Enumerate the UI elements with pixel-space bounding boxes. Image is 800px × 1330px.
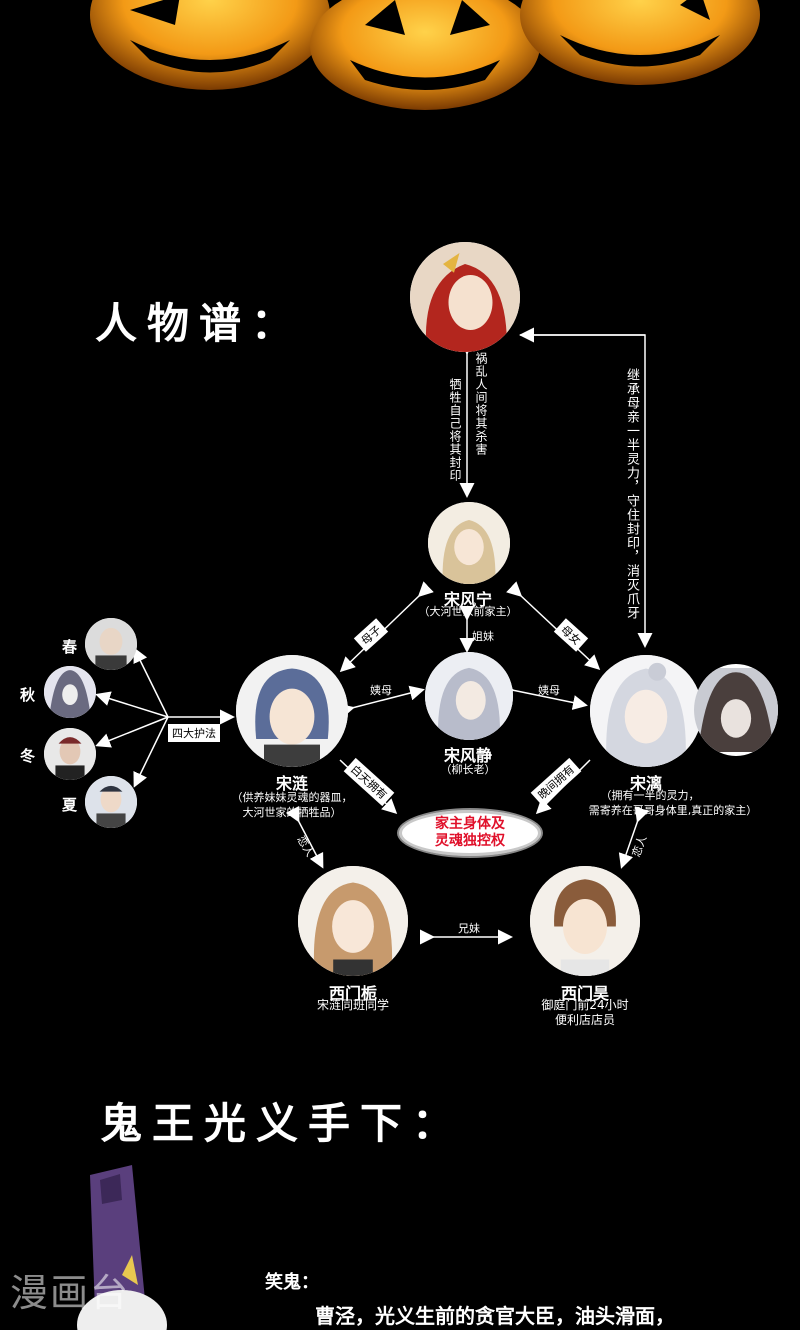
guardian-label-xia: 夏: [62, 796, 78, 814]
relation-jiemei-label: 姐妹: [472, 630, 494, 643]
watermark: 漫画台: [10, 1271, 131, 1315]
fengning-name: 宋风宁: [443, 590, 492, 609]
songlian-sub-1: （供养妹妹灵魂的器皿，: [231, 791, 353, 804]
fengjing-avatar: [425, 652, 513, 740]
songli-name: 宋漓: [629, 774, 662, 793]
songlian-name: 宋涟: [275, 774, 308, 793]
songlian-avatar: [236, 655, 348, 767]
pumpkin-left-icon: [90, 0, 330, 90]
control-rights-oval: 家主身体及 灵魂独控权: [397, 808, 543, 858]
fengjing-sub: （柳长老）: [440, 763, 496, 776]
songli-sub-2: 需寄养在哥哥身体里,真正的家主）: [588, 804, 758, 817]
minion-description: 曹泾，光义生前的贪官大臣，油头滑面，: [315, 1304, 675, 1328]
ximenhao-sub-1: 御庭门前24小时: [541, 998, 629, 1012]
ximenzhi-name: 西门栀: [328, 984, 377, 1003]
fengjing-name: 宋风静: [443, 746, 492, 765]
relation-siblings-label: 兄妹: [458, 922, 480, 935]
relation-seal-label: 牺牲自己将其封印: [448, 378, 462, 482]
control-rights-line-2: 灵魂独控权: [435, 833, 505, 849]
laughing-ghost-figure: [77, 1165, 167, 1330]
guardian-label-qiu: 秋: [20, 686, 36, 704]
relation-yimu-right-label: 姨母: [538, 684, 560, 697]
relation-yimu-left-label: 姨母: [370, 684, 392, 697]
songlian-sub-2: 大河世家的牺牲品）: [242, 806, 342, 819]
ximenhao-name: 西门昊: [560, 984, 609, 1003]
guardian-avatar-dong: [44, 728, 96, 780]
minion-title: 笑鬼：: [265, 1272, 319, 1293]
guardian-group-label: 四大护法: [168, 724, 220, 742]
ximenzhi-avatar: [298, 866, 408, 976]
fengning-avatar: [428, 502, 510, 584]
characters-heading: 人物谱：: [95, 299, 304, 348]
songli-avatar: [590, 655, 702, 767]
pumpkin-right-icon: [520, 0, 760, 85]
pumpkin-banner: [90, 0, 760, 110]
ximenhao-avatar: [530, 866, 640, 976]
minions-heading: 鬼王光义手下：: [100, 1099, 465, 1148]
guardian-label-dong: 冬: [20, 747, 36, 765]
guardian-avatar-xia: [85, 776, 137, 828]
guardian-avatar-chun: [85, 618, 137, 670]
guardian-label-chun: 春: [62, 638, 78, 656]
relation-kill-label: 祸乱人间将其杀害: [474, 352, 488, 456]
ximenzhi-sub: 宋涟同班同学: [316, 998, 389, 1012]
guardian-avatar-qiu: [44, 666, 96, 718]
fengning-sub: （大河世家前家主）: [418, 605, 518, 618]
relation-inherit-label: 继承母亲一半灵力，守住封印，消灭爪牙: [624, 368, 639, 620]
songli-alt-avatar: [694, 664, 778, 756]
pumpkin-middle-icon: [310, 0, 540, 110]
songli-sub-1: （拥有一半的灵力，: [600, 789, 700, 802]
control-rights-line-1: 家主身体及: [435, 816, 505, 832]
ancestor-avatar: [410, 242, 520, 352]
ximenhao-sub-2: 便利店店员: [554, 1013, 615, 1027]
